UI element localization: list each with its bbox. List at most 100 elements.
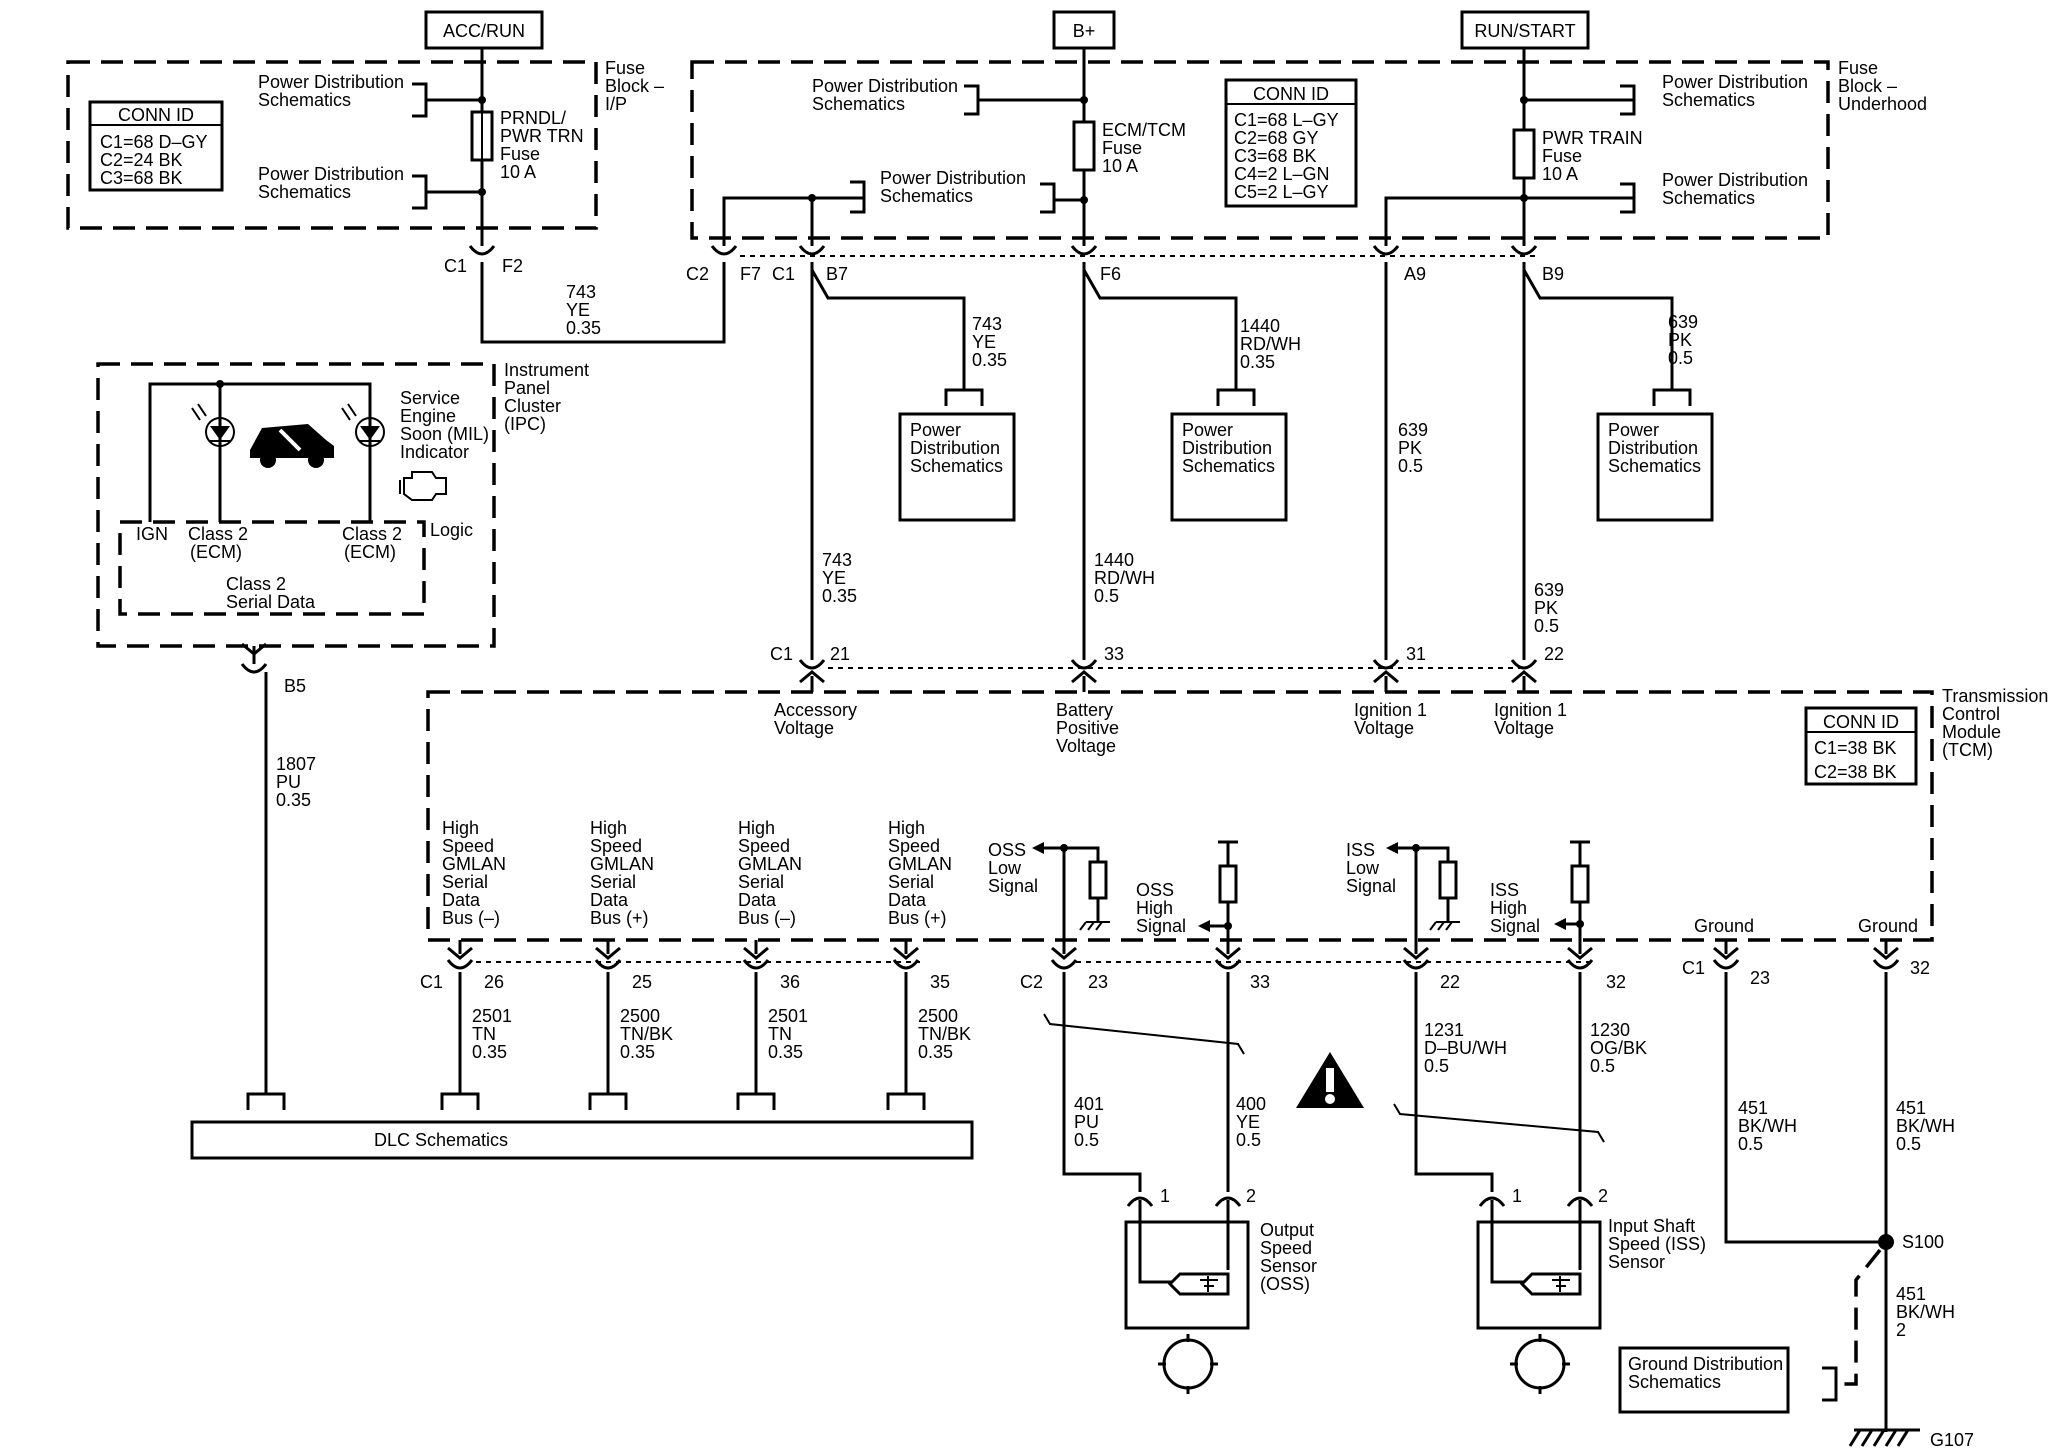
pwr-train-fuse xyxy=(1512,128,1536,180)
svg-text:33: 33 xyxy=(1250,972,1270,992)
led-icon xyxy=(341,403,385,447)
ecm-tcm-fuse-label: ECM/TCM Fuse 10 A xyxy=(1102,120,1191,176)
svg-text:Ground: Ground xyxy=(1694,916,1754,936)
fuse-block-ip-title: Fuse Block – I/P xyxy=(605,58,669,114)
svg-text:B7: B7 xyxy=(826,264,848,284)
svg-text:F2: F2 xyxy=(502,256,523,276)
svg-text:B+: B+ xyxy=(1073,21,1096,41)
input-shaft-speed-sensor: 1 2 Input Shaft Speed (ISS) Sensor xyxy=(1476,1186,1706,1394)
ground-distribution-box: Ground Distribution Schematics xyxy=(1618,1346,1790,1414)
svg-text:C1: C1 xyxy=(444,256,467,276)
output-speed-sensor: 1 2 Output Speed Sensor (OSS) xyxy=(1124,1186,1317,1394)
iss-low-signal-label: ISS Low Signal xyxy=(1346,840,1396,896)
svg-text:31: 31 xyxy=(1406,644,1426,664)
iss-input-circuit xyxy=(1386,840,1590,940)
svg-text:Ground: Ground xyxy=(1858,916,1918,936)
svg-text:C2=24 BK: C2=24 BK xyxy=(100,150,183,170)
svg-text:C2=68 GY: C2=68 GY xyxy=(1234,128,1319,148)
wire-743-label-b: 743 YE 0.35 xyxy=(972,314,1007,370)
acc-run-supply-label: ACC/RUN xyxy=(424,10,544,50)
svg-text:C4=2 L–GN: C4=2 L–GN xyxy=(1234,164,1330,184)
tcm-conn-id: CONN ID C1=38 BK C2=38 BK xyxy=(1804,706,1918,786)
svg-text:B5: B5 xyxy=(284,676,306,696)
svg-text:A9: A9 xyxy=(1404,264,1426,284)
wire-639-label-c: 639 PK 0.5 xyxy=(1534,580,1569,636)
wire-639-label-a: 639 PK 0.5 xyxy=(1398,420,1433,476)
car-service-icon xyxy=(250,424,334,468)
fuse-block-ip: Fuse Block – I/P CONN ID C1=68 D–GY C2=2… xyxy=(66,48,669,276)
fuse-uh-pds-b: Power Distribution Schematics xyxy=(880,168,1031,206)
wire-743-label-a: 743 YE 0.35 xyxy=(566,282,601,338)
gmlan-wires xyxy=(458,972,908,1094)
class2-left: Class 2 (ECM) xyxy=(188,524,253,562)
svg-text:C2: C2 xyxy=(686,264,709,284)
iss-high-signal-label: ISS High Signal xyxy=(1490,880,1540,936)
svg-text:CONN ID: CONN ID xyxy=(1253,84,1329,104)
svg-text:C1=38 BK: C1=38 BK xyxy=(1814,738,1897,758)
battery-voltage-label: Battery Positive Voltage xyxy=(1056,700,1124,756)
svg-text:CONN ID: CONN ID xyxy=(1823,712,1899,732)
svg-text:F6: F6 xyxy=(1100,264,1121,284)
transmission-control-module: Transmission Control Module (TCM) CONN I… xyxy=(420,644,2048,992)
svg-text:S100: S100 xyxy=(1902,1232,1944,1252)
svg-text:1: 1 xyxy=(1160,1186,1170,1206)
wire-401 xyxy=(1062,972,1142,1192)
fuse-ip-pds-bottom: Power Distribution Schematics xyxy=(258,164,409,202)
wire-1807-label: 1807 PU 0.35 xyxy=(276,754,321,810)
fuse-uh-pds-d: Power Distribution Schematics xyxy=(1662,170,1813,208)
svg-text:C2=38 BK: C2=38 BK xyxy=(1814,762,1897,782)
svg-text:C5=2 L–GY: C5=2 L–GY xyxy=(1234,182,1329,202)
svg-text:32: 32 xyxy=(1606,972,1626,992)
fuse-uh-pds-c: Power Distribution Schematics xyxy=(1662,72,1813,110)
dlc-schematics-box: DLC Schematics xyxy=(190,1092,974,1160)
class2-serial-data: Class 2 Serial Data xyxy=(226,574,316,612)
wire-1440-branch xyxy=(1082,269,1238,390)
svg-text:23: 23 xyxy=(1088,972,1108,992)
ecm-tcm-fuse xyxy=(1072,120,1096,172)
led-icon xyxy=(191,403,235,447)
wire-639-branch xyxy=(1522,269,1674,390)
oss-high-signal-label: OSS High Signal xyxy=(1136,880,1186,936)
tcm-title: Transmission Control Module (TCM) xyxy=(1942,686,2048,760)
fuse-block-underhood: Fuse Block – Underhood CONN ID C1=68 L–G… xyxy=(686,48,1927,284)
wire-743-link xyxy=(480,262,726,344)
svg-text:C1=68 L–GY: C1=68 L–GY xyxy=(1234,110,1339,130)
b-plus-supply-label: B+ xyxy=(1052,10,1116,50)
wire-451-a xyxy=(1724,972,1886,1244)
splice-s100 xyxy=(1878,1234,1894,1250)
svg-text:G107: G107 xyxy=(1930,1430,1974,1450)
wire-743-label-c: 743 YE 0.35 xyxy=(822,550,857,606)
svg-text:25: 25 xyxy=(632,972,652,992)
wire-743-branch xyxy=(810,269,966,390)
wire-1440-label-a: 1440 RD/WH 0.35 xyxy=(1240,316,1306,372)
twisted-pair-mark-oss xyxy=(1043,1013,1245,1055)
instrument-panel-cluster: Instrument Panel Cluster (IPC) xyxy=(96,360,589,696)
svg-text:C1: C1 xyxy=(420,972,443,992)
svg-text:22: 22 xyxy=(1544,644,1564,664)
svg-text:36: 36 xyxy=(780,972,800,992)
prndl-fuse-label: PRNDL/ PWR TRN Fuse 10 A xyxy=(500,108,589,182)
svg-text:RUN/START: RUN/START xyxy=(1474,21,1575,41)
svg-text:23: 23 xyxy=(1750,968,1770,988)
svg-text:2: 2 xyxy=(1598,1186,1608,1206)
oss-low-signal-label: OSS Low Signal xyxy=(988,840,1038,896)
svg-text:C3=68 BK: C3=68 BK xyxy=(100,168,183,188)
class2-right: Class 2 (ECM) xyxy=(342,524,407,562)
svg-text:B9: B9 xyxy=(1542,264,1564,284)
svg-text:DLC Schematics: DLC Schematics xyxy=(374,1130,508,1150)
svg-text:ACC/RUN: ACC/RUN xyxy=(443,21,525,41)
fuse-uh-conn-id: CONN ID C1=68 L–GY C2=68 GY C3=68 BK C4=… xyxy=(1224,78,1358,208)
